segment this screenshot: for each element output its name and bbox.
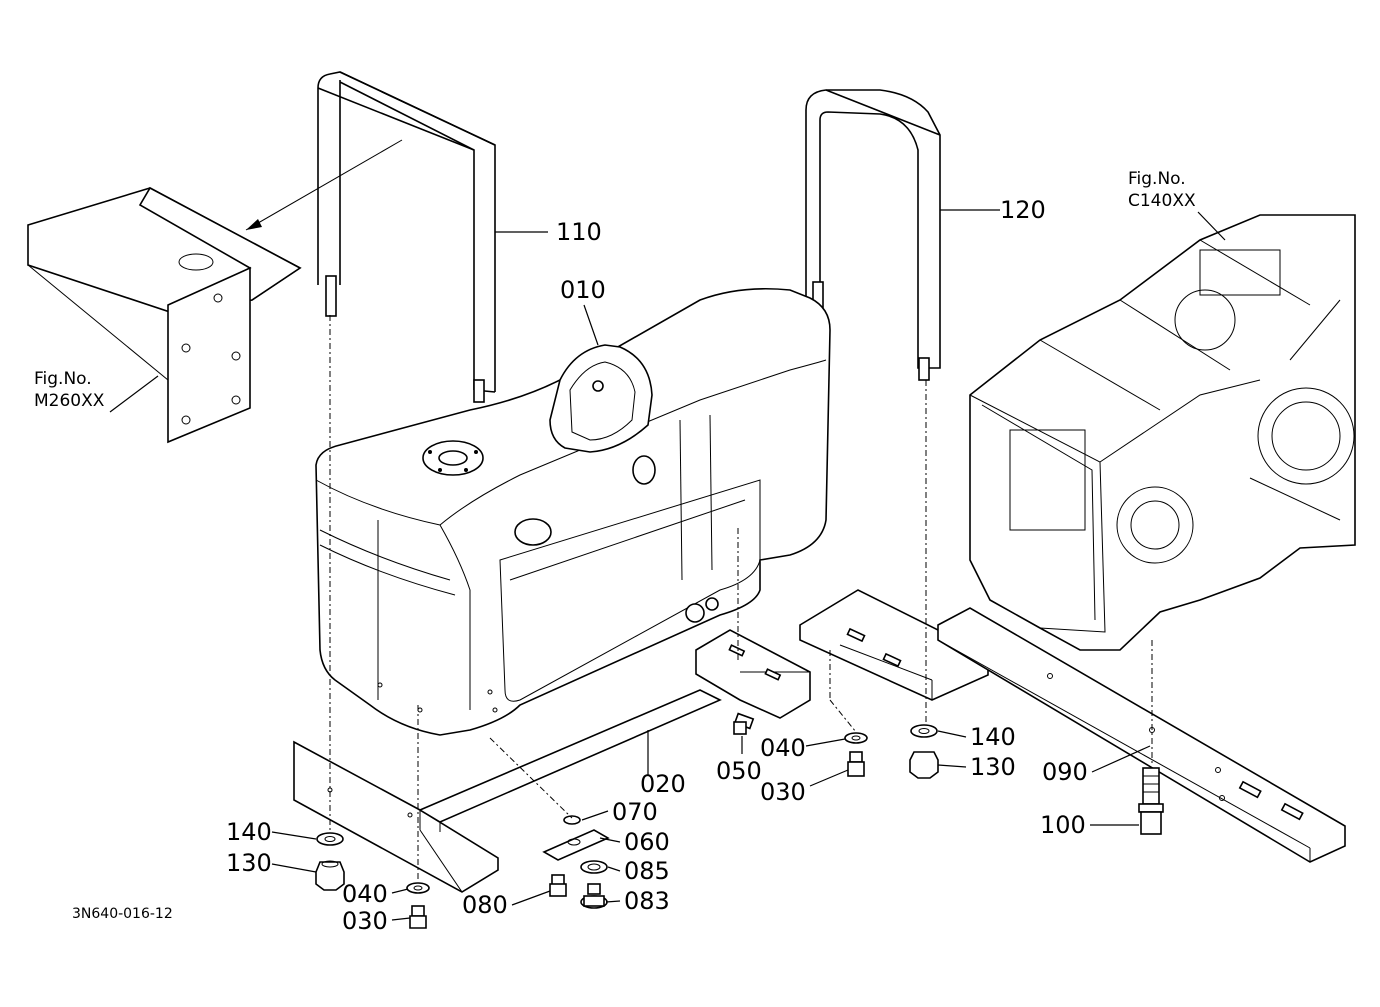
callout-060: 060 — [624, 828, 670, 856]
callout-110: 110 — [556, 218, 602, 246]
callout-130-right: 130 — [970, 753, 1016, 781]
fasteners — [315, 712, 1164, 929]
leader-lines — [109, 209, 1226, 921]
callout-140-right: 140 — [970, 723, 1016, 751]
callout-030-mid: 030 — [760, 778, 806, 806]
callout-140-left: 140 — [226, 818, 272, 846]
callout-020: 020 — [640, 770, 686, 798]
callout-030-left: 030 — [342, 907, 388, 935]
frame-090 — [799, 589, 1346, 863]
center-lines — [329, 315, 1153, 882]
callout-083: 083 — [624, 887, 670, 915]
ref-m260-number: M260XX — [34, 391, 105, 411]
callout-010: 010 — [560, 276, 606, 304]
drawing-code: 3N640-016-12 — [72, 906, 173, 922]
callout-120: 120 — [1000, 196, 1046, 224]
fuel-tank-strap-110 — [317, 71, 496, 403]
callout-040-mid: 040 — [760, 734, 806, 762]
callout-080: 080 — [462, 891, 508, 919]
callout-085: 085 — [624, 857, 670, 885]
ref-c140-caption: Fig.No. — [1128, 169, 1186, 189]
callout-050: 050 — [716, 757, 762, 785]
figure-references: Fig.No. M260XX Fig.No. C140XX — [34, 169, 1196, 411]
ref-c140-number: C140XX — [1128, 191, 1196, 211]
callout-070: 070 — [612, 798, 658, 826]
callout-130-left: 130 — [226, 849, 272, 877]
tank-bracket-020 — [293, 629, 811, 893]
fig-c140-transmission — [969, 214, 1356, 651]
callout-040-left: 040 — [342, 880, 388, 908]
callout-090: 090 — [1042, 758, 1088, 786]
fuel-tank-010 — [315, 287, 831, 736]
callout-100: 100 — [1040, 811, 1086, 839]
callout-labels: 110 120 010 020 140 130 040 030 080 070 … — [226, 196, 1088, 935]
ref-m260-caption: Fig.No. — [34, 369, 92, 389]
fig-m260-bracket — [27, 139, 403, 444]
